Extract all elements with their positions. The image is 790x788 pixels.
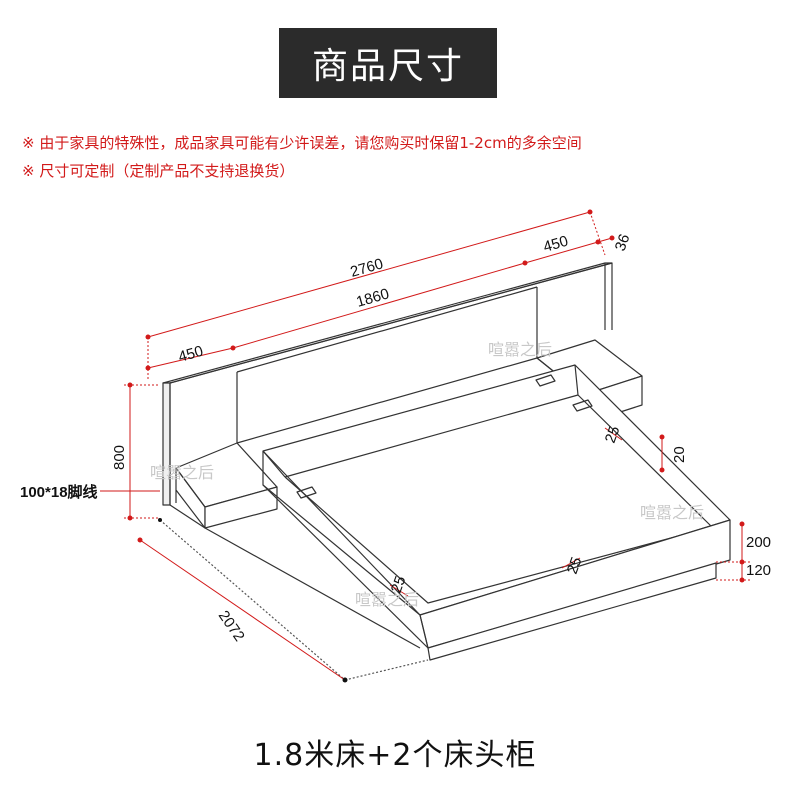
- watermark: 喧嚣之后: [355, 590, 419, 609]
- dim-headboard-thickness: 36: [612, 232, 634, 253]
- bed-outline: [159, 262, 731, 681]
- dim-bed-length: 2072: [215, 608, 248, 645]
- dimension-lines: [100, 211, 750, 681]
- label-baseboard: 100*18脚线: [20, 483, 98, 501]
- dim-left-cabinet: 450: [176, 343, 205, 366]
- note-customizable: ※ 尺寸可定制（定制产品不支持退换货）: [22, 162, 295, 180]
- dim-total-width: 2760: [348, 255, 385, 281]
- dim-border-right: 25: [602, 424, 624, 445]
- note-tolerance: ※ 由于家具的特殊性，成品家具可能有少许误差，请您购买时保留1-2cm的多余空间: [22, 134, 582, 152]
- dimension-endpoints: [127, 209, 745, 683]
- dim-border-front-left: 25: [388, 574, 410, 595]
- dim-rail-height: 20: [671, 446, 688, 463]
- product-caption: 1.8米床+2个床头柜: [253, 738, 537, 773]
- watermark: 喧嚣之后: [640, 503, 704, 522]
- watermark: 喧嚣之后: [488, 340, 552, 359]
- dim-frame-height: 200: [746, 534, 771, 551]
- dim-base-height: 120: [746, 562, 771, 579]
- watermark: 喧嚣之后: [150, 463, 214, 482]
- dim-right-cabinet: 450: [541, 233, 570, 256]
- dim-border-front: 25: [564, 555, 586, 576]
- page-title: 商品尺寸: [279, 28, 497, 98]
- dim-headboard-height: 800: [111, 445, 128, 470]
